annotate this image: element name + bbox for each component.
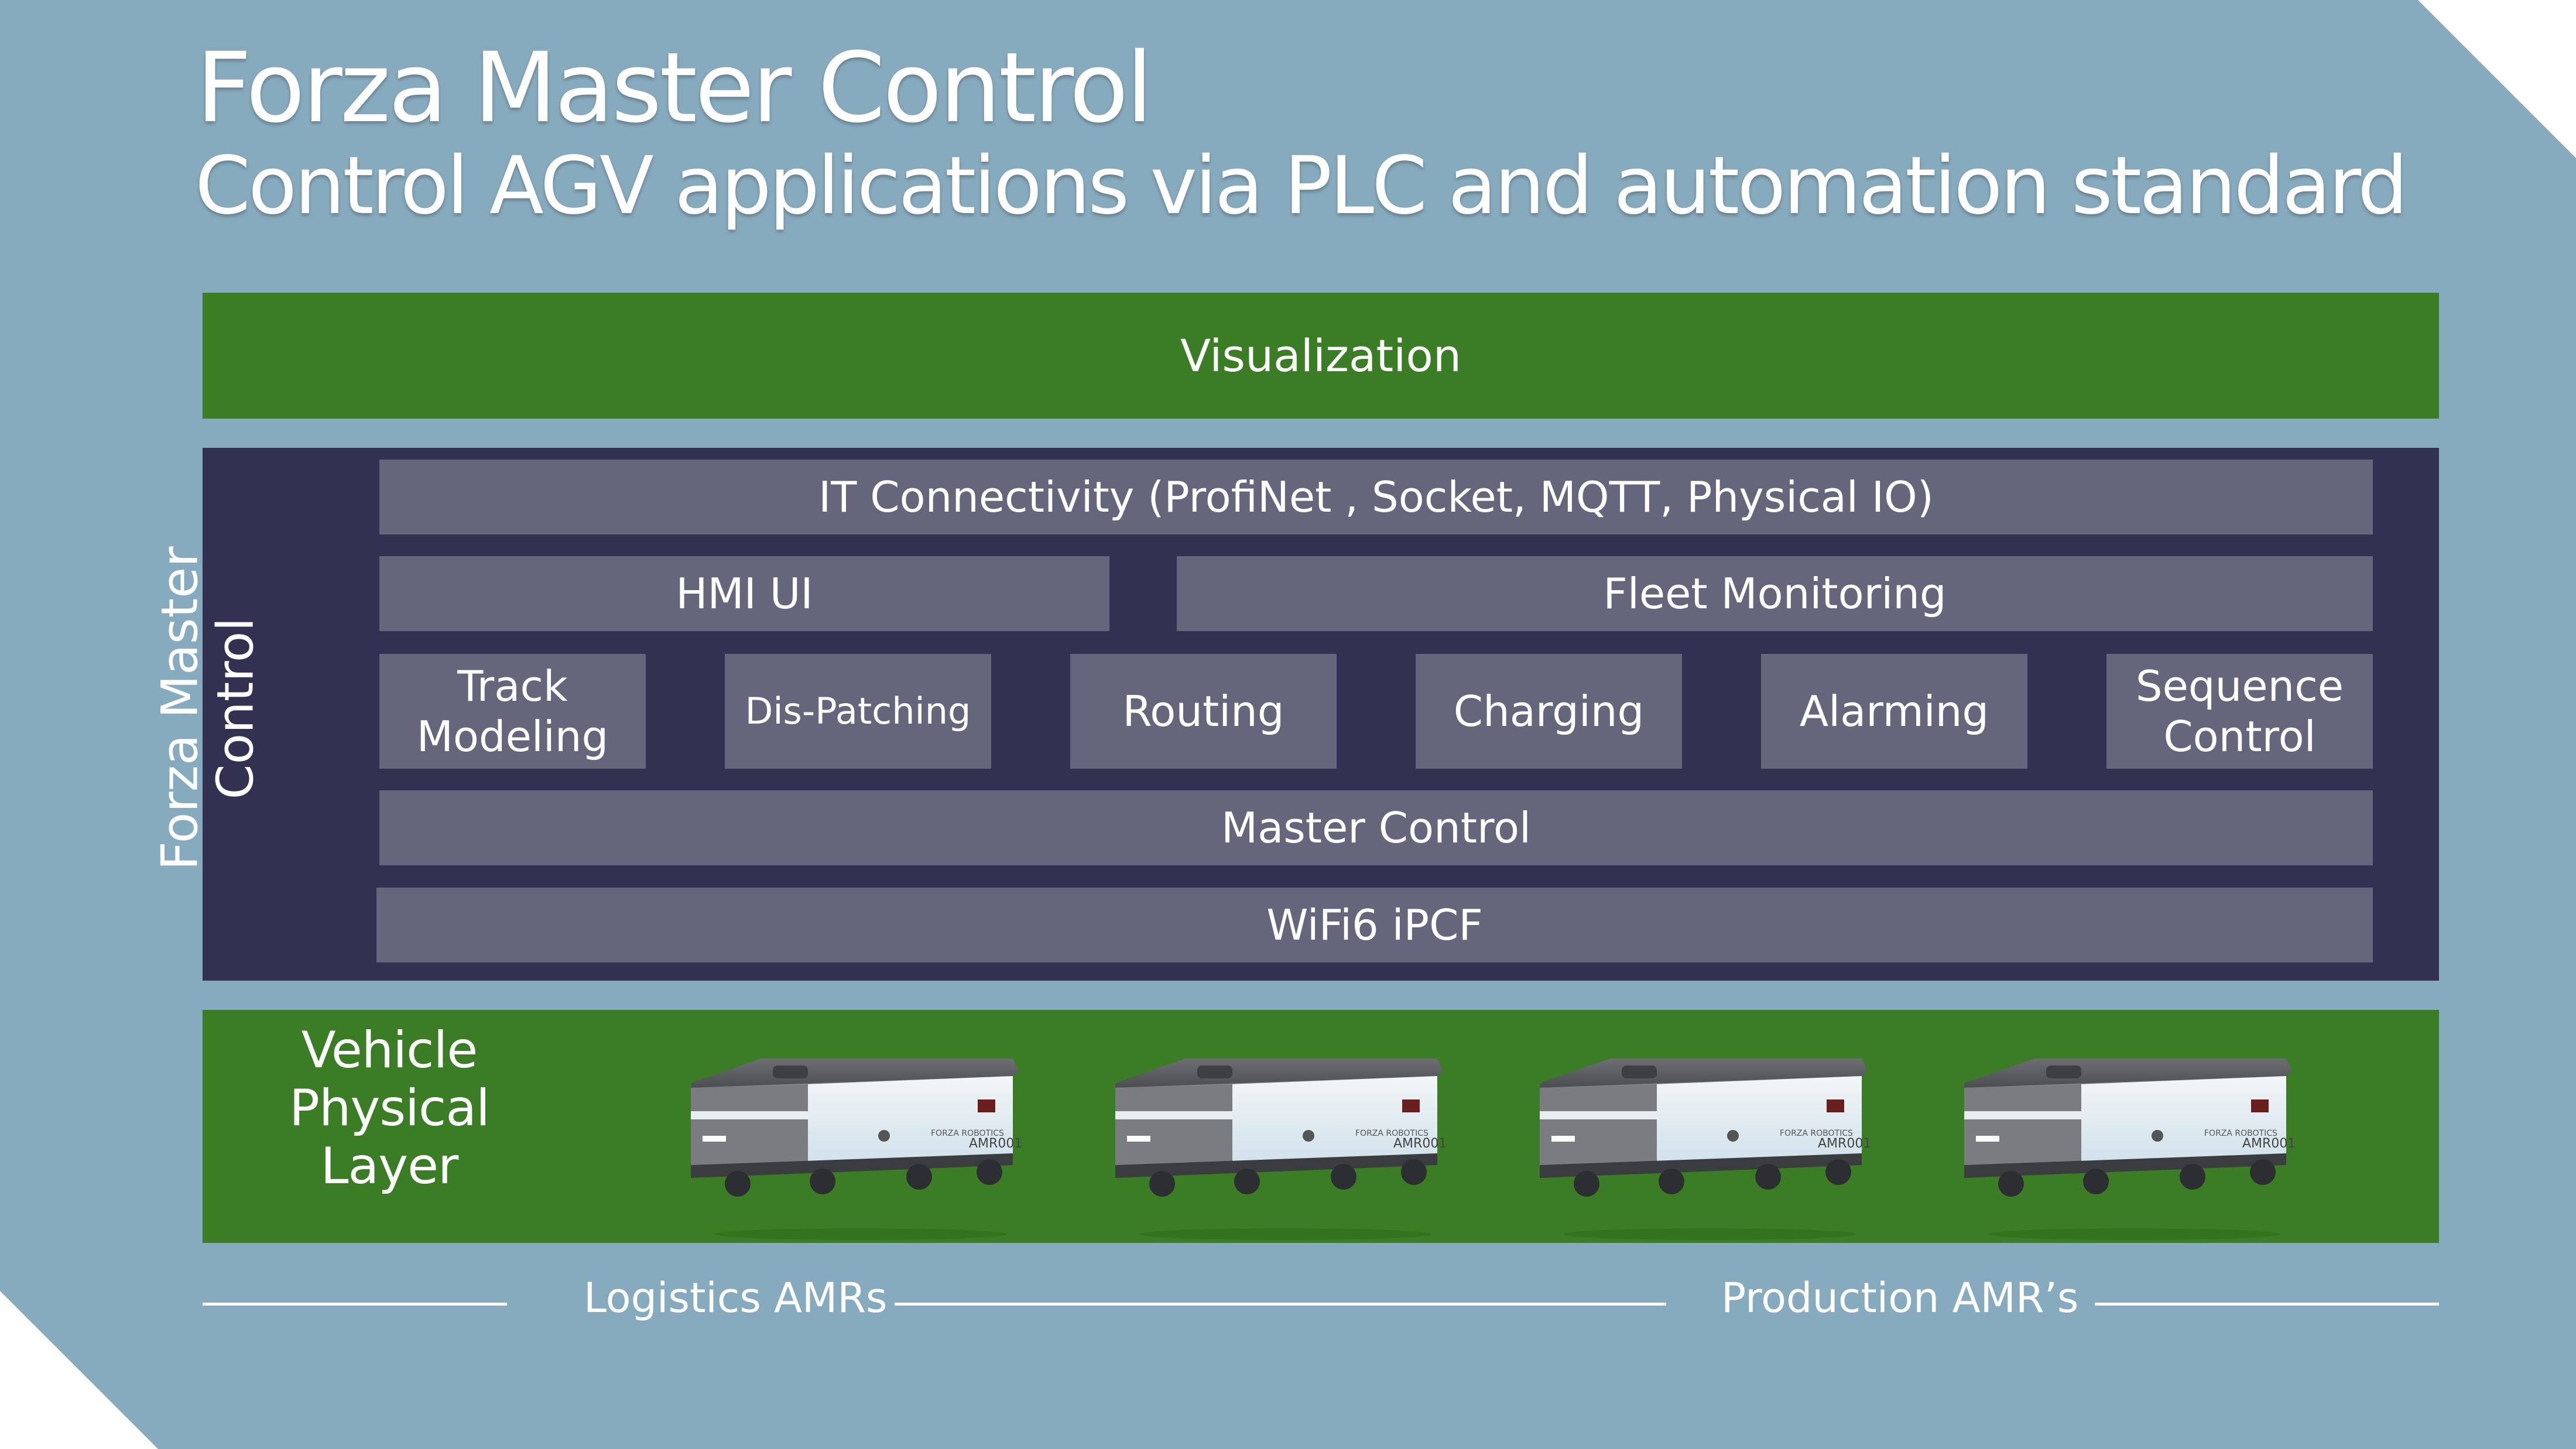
svg-text:AMR001: AMR001	[1393, 1136, 1447, 1151]
svg-text:FORZA ROBOTICS: FORZA ROBOTICS	[1355, 1129, 1429, 1138]
module-track-modeling: Track Modeling	[379, 654, 646, 769]
hmi-ui-block: HMI UI	[379, 556, 1109, 631]
module-routing: Routing	[1070, 654, 1337, 769]
page-subtitle: Control AGV applications via PLC and aut…	[195, 140, 2408, 232]
amr-robot-icon: FORZA ROBOTICS AMR001	[1958, 1048, 2310, 1241]
visualization-band: Visualization	[203, 293, 2439, 419]
divider-line	[203, 1303, 507, 1306]
wifi-block: WiFi6 iPCF	[376, 888, 2373, 962]
page-title: Forza Master Control	[196, 32, 1153, 144]
amr-robot-icon: FORZA ROBOTICS AMR001	[685, 1048, 1036, 1241]
logistics-amrs-label: Logistics AMRs	[584, 1274, 888, 1322]
amr-robot-icon: FORZA ROBOTICS AMR001	[1109, 1048, 1461, 1241]
svg-text:FORZA ROBOTICS: FORZA ROBOTICS	[2204, 1129, 2277, 1138]
corner-cut-top-right	[2418, 0, 2576, 158]
svg-text:FORZA ROBOTICS: FORZA ROBOTICS	[931, 1129, 1004, 1138]
svg-text:AMR001: AMR001	[1818, 1136, 1871, 1151]
divider-line	[2095, 1303, 2439, 1306]
svg-text:AMR001: AMR001	[2242, 1136, 2296, 1151]
svg-text:FORZA ROBOTICS: FORZA ROBOTICS	[1780, 1129, 1853, 1138]
master-control-block: Master Control	[379, 790, 2373, 865]
module-alarming: Alarming	[1761, 654, 2027, 769]
divider-line	[895, 1303, 1666, 1306]
production-amrs-label: Production AMR’s	[1721, 1274, 2079, 1322]
visualization-label: Visualization	[1180, 330, 1462, 382]
amr-robot-icon: FORZA ROBOTICS AMR001	[1534, 1048, 1885, 1241]
module-dis-patching: Dis-Patching	[725, 654, 991, 769]
svg-text:AMR001: AMR001	[969, 1136, 1022, 1151]
corner-cut-bottom-left	[0, 1291, 158, 1449]
module-charging: Charging	[1416, 654, 1682, 769]
vehicle-layer-label: Vehicle Physical Layer	[289, 1021, 490, 1195]
fleet-monitoring-block: Fleet Monitoring	[1177, 556, 2373, 631]
it-connectivity-block: IT Connectivity (ProfiNet , Socket, MQTT…	[379, 460, 2373, 535]
module-sequence-control: Sequence Control	[2106, 654, 2373, 769]
